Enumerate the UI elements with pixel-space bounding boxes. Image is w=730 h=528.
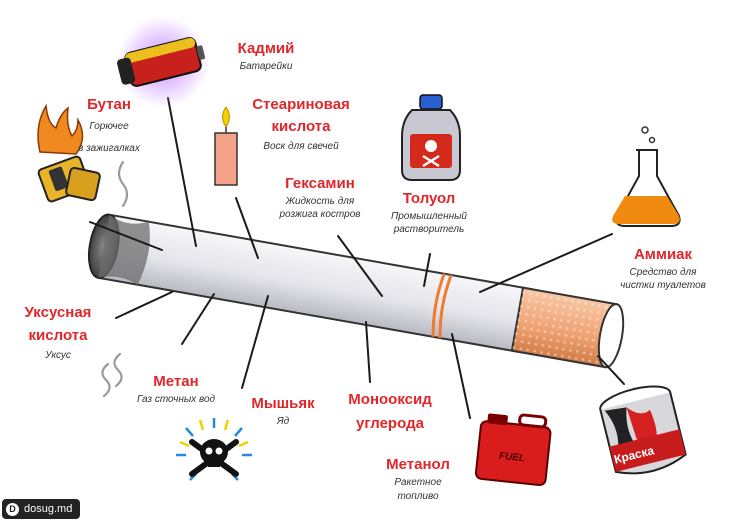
- label-subtitle: Уксус: [45, 350, 71, 361]
- label-subtitle: Промышленный растворитель: [390, 211, 467, 235]
- label-subtitle: Воск для свечей: [263, 141, 339, 152]
- label-cadmium: Кадмий Батарейки: [218, 40, 314, 73]
- label-subtitle: Батарейки: [239, 61, 293, 72]
- cigarette: [87, 213, 625, 369]
- skull-crossbones-icon: [176, 418, 252, 481]
- label-toluene: Толуол Промышленный растворитель: [372, 190, 486, 236]
- label-butane: Бутан Горючее в зажигалках: [52, 96, 166, 160]
- label-title: Кадмий: [237, 40, 295, 57]
- fuel-can-icon: [474, 413, 552, 487]
- battery-icon: [117, 16, 209, 108]
- label-title: Мышьяк: [251, 395, 315, 412]
- toluene-bottle-icon: [401, 94, 461, 181]
- flask-icon: [612, 126, 681, 227]
- label-title: Уксусная кислота: [24, 304, 92, 344]
- label-title: Стеариновая кислота: [252, 96, 350, 135]
- label-subtitle: Ракетное топливо: [394, 477, 442, 502]
- watermark-logo: D: [6, 502, 19, 516]
- label-methanol: Метанол Ракетное топливо: [370, 456, 466, 504]
- label-acetic-acid: Уксусная кислота Уксус: [8, 301, 108, 362]
- label-subtitle: Горючее в зажигалках: [78, 121, 140, 154]
- label-methane: Метан Газ сточных вод: [120, 373, 232, 406]
- label-hexamine: Гексамин Жидкость для розжига костров: [258, 175, 382, 221]
- label-title: Монооксид углерода: [348, 391, 432, 432]
- label-subtitle: Средство для чистки туалетов: [620, 267, 706, 291]
- label-title: Метан: [153, 373, 199, 390]
- label-title: Бутан: [87, 96, 131, 113]
- paint-can-icon: [599, 385, 687, 475]
- label-stearic-acid: Стеариновая кислота Воск для свечей: [238, 94, 364, 153]
- watermark: D dosug.md: [2, 499, 81, 519]
- label-subtitle: Яд: [276, 416, 290, 427]
- candle-icon: [214, 106, 238, 186]
- label-carbon-monoxide: Монооксид углерода: [330, 388, 450, 436]
- connector-lines: [89, 97, 625, 419]
- label-title: Аммиак: [633, 246, 693, 263]
- watermark-text: dosug.md: [24, 503, 73, 515]
- label-subtitle: Жидкость для розжига костров: [279, 196, 361, 220]
- label-title: Гексамин: [285, 175, 355, 192]
- smoke-lines: [101, 160, 129, 398]
- label-arsenic: Мышьяк Яд: [238, 395, 328, 428]
- lighter-icon: [37, 103, 101, 203]
- label-subtitle: Газ сточных вод: [136, 394, 216, 405]
- label-title: Метанол: [386, 456, 450, 473]
- label-ammonia: Аммиак Средство для чистки туалетов: [598, 246, 728, 292]
- label-title: Толуол: [402, 190, 456, 207]
